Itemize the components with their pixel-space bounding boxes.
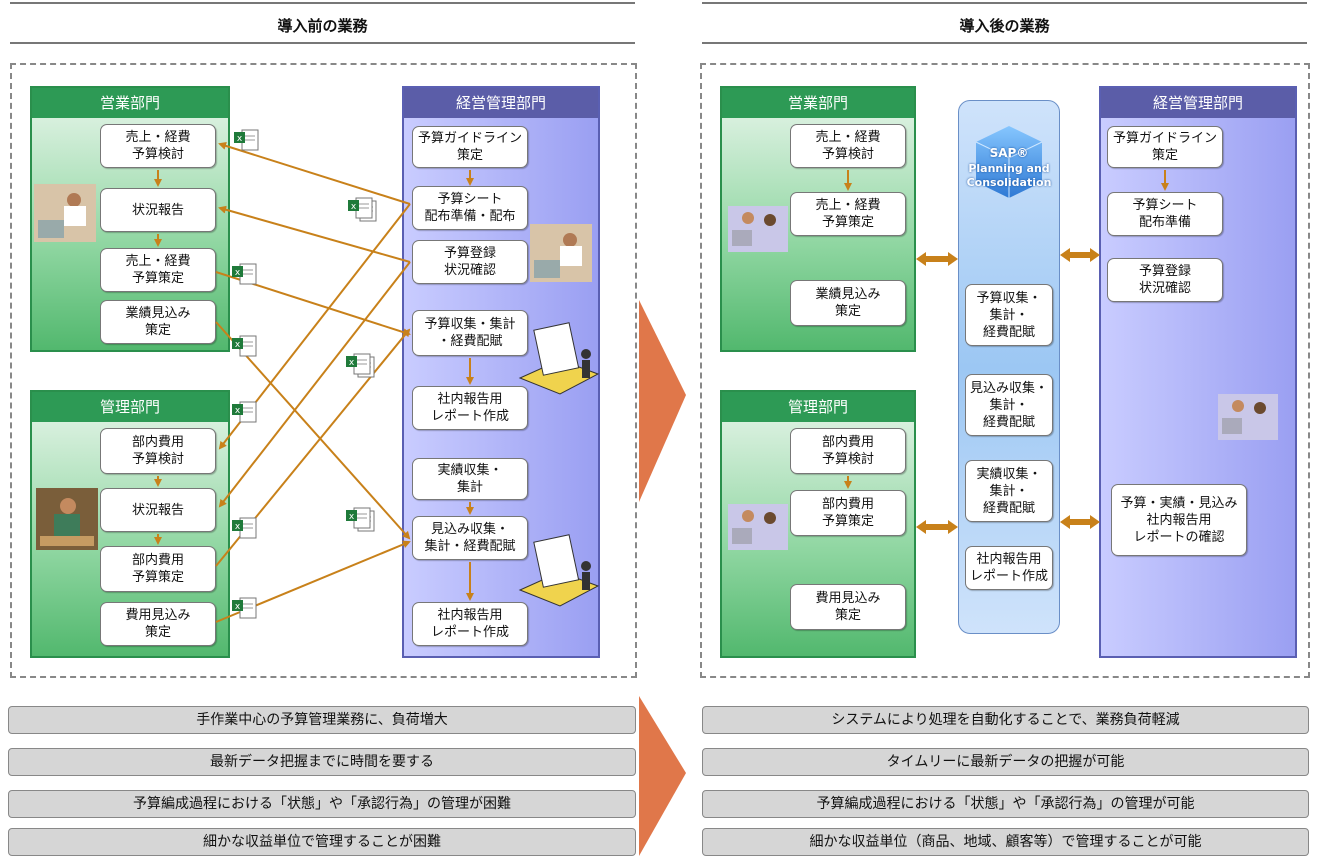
double-arrow-icon bbox=[916, 252, 958, 266]
sap-item: 社内報告用 レポート作成 bbox=[965, 546, 1053, 590]
after-mgmt-item: 予算登録 状況確認 bbox=[1107, 258, 1223, 302]
team-computer-icon bbox=[728, 504, 788, 550]
after-mgmt-item: 予算・実績・見込み 社内報告用 レポートの確認 bbox=[1111, 484, 1247, 556]
flow-arrow bbox=[218, 205, 411, 263]
svg-text:x: x bbox=[235, 406, 241, 416]
before-note: 手作業中心の予算管理業務に、負荷増大 bbox=[8, 706, 636, 734]
before-sales-item: 状況報告 bbox=[100, 188, 216, 232]
before-title: 導入前の業務 bbox=[277, 17, 368, 35]
after-mgmt-item: 予算シート 配布準備 bbox=[1107, 192, 1223, 236]
before-admin-item: 状況報告 bbox=[100, 488, 216, 532]
after-sales-header: 営業部門 bbox=[722, 88, 914, 118]
before-sales-item: 業績見込み 策定 bbox=[100, 300, 216, 344]
flow-arrow bbox=[218, 141, 411, 205]
after-note: 細かな収益単位（商品、地域、顧客等）で管理することが可能 bbox=[702, 828, 1309, 856]
after-frame bbox=[700, 63, 1310, 678]
before-mgmt-item: 予算収集・集計 ・経費配賦 bbox=[412, 310, 528, 356]
after-sales-item: 売上・経費 予算検討 bbox=[790, 124, 906, 168]
paper-stack-worker-icon bbox=[518, 534, 600, 607]
svg-text:x: x bbox=[235, 268, 241, 278]
sap-item: 予算収集・ 集計・ 経費配賦 bbox=[965, 284, 1053, 346]
after-admin-item: 費用見込み 策定 bbox=[790, 584, 906, 630]
sap-logo: SAP® Planning and Consolidation bbox=[966, 112, 1052, 222]
after-note: タイムリーに最新データの把握が可能 bbox=[702, 748, 1309, 776]
spreadsheet-doc-icon: x bbox=[232, 517, 257, 539]
spreadsheet-doc-icon: x bbox=[232, 597, 257, 619]
before-admin-item: 費用見込み 策定 bbox=[100, 602, 216, 646]
before-frame bbox=[10, 63, 637, 678]
after-admin-header: 管理部門 bbox=[722, 392, 914, 422]
businessman-desk-icon bbox=[530, 224, 592, 282]
double-arrow-icon bbox=[1060, 248, 1100, 262]
spreadsheet-doc-icon: x bbox=[232, 263, 257, 285]
spreadsheet-doc-icon: x bbox=[232, 401, 257, 423]
before-top-rule bbox=[10, 2, 635, 4]
sap-logo-text-1: SAP® bbox=[989, 146, 1029, 160]
before-admin-item: 部内費用 予算策定 bbox=[100, 546, 216, 592]
svg-text:x: x bbox=[235, 340, 241, 350]
before-admin-header: 管理部門 bbox=[32, 392, 228, 422]
businessman-desk-icon bbox=[34, 184, 96, 242]
after-sales-item: 売上・経費 予算策定 bbox=[790, 192, 906, 236]
spreadsheet-doc-icon: x bbox=[232, 335, 257, 357]
before-admin-item: 部内費用 予算検討 bbox=[100, 428, 216, 474]
after-title-underline bbox=[702, 42, 1307, 44]
after-sales-item: 業績見込み 策定 bbox=[790, 280, 906, 326]
after-mgmt-header: 経営管理部門 bbox=[1101, 88, 1295, 118]
after-top-rule bbox=[702, 2, 1307, 4]
svg-text:x: x bbox=[351, 202, 357, 212]
svg-text:x: x bbox=[237, 134, 243, 144]
before-note: 最新データ把握までに時間を要する bbox=[8, 748, 636, 776]
spreadsheet-doc-icon: x bbox=[234, 129, 259, 151]
before-sales-item: 売上・経費 予算検討 bbox=[100, 124, 216, 168]
after-mgmt-item: 予算ガイドライン 策定 bbox=[1107, 126, 1223, 168]
chevron-lower-icon bbox=[639, 696, 686, 856]
after-note: 予算編成過程における「状態」や「承認行為」の管理が可能 bbox=[702, 790, 1309, 818]
team-computer-icon bbox=[728, 206, 788, 252]
svg-text:x: x bbox=[349, 358, 355, 368]
before-mgmt-item: 予算ガイドライン 策定 bbox=[412, 126, 528, 168]
spreadsheet-doc-icon: x bbox=[346, 507, 375, 532]
team-computer-icon bbox=[1218, 394, 1278, 440]
svg-text:x: x bbox=[349, 512, 355, 522]
before-sales-item: 売上・経費 予算策定 bbox=[100, 248, 216, 292]
sap-logo-text-3: Consolidation bbox=[966, 176, 1052, 189]
before-mgmt-item: 社内報告用 レポート作成 bbox=[412, 602, 528, 646]
woman-office-icon bbox=[36, 488, 98, 550]
double-arrows bbox=[916, 248, 1100, 534]
after-title: 導入後の業務 bbox=[959, 17, 1050, 35]
svg-text:x: x bbox=[235, 602, 241, 612]
spreadsheet-doc-icon: x bbox=[348, 197, 377, 222]
after-admin-item: 部内費用 予算策定 bbox=[790, 490, 906, 536]
before-note: 予算編成過程における「状態」や「承認行為」の管理が困難 bbox=[8, 790, 636, 818]
before-mgmt-item: 実績収集・ 集計 bbox=[412, 458, 528, 500]
before-mgmt-header: 経営管理部門 bbox=[404, 88, 598, 118]
before-note: 細かな収益単位で管理することが困難 bbox=[8, 828, 636, 856]
sap-item: 実績収集・ 集計・ 経費配賦 bbox=[965, 460, 1053, 522]
before-mgmt-item: 社内報告用 レポート作成 bbox=[412, 386, 528, 430]
before-mgmt-item: 予算シート 配布準備・配布 bbox=[412, 186, 528, 230]
after-note: システムにより処理を自動化することで、業務負荷軽減 bbox=[702, 706, 1309, 734]
sap-logo-text-2: Planning and bbox=[968, 162, 1050, 175]
paper-stack-worker-icon bbox=[518, 322, 600, 395]
chevron-upper-icon bbox=[639, 300, 686, 502]
double-arrow-icon bbox=[1060, 515, 1100, 529]
after-mgmt-panel: 経営管理部門 bbox=[1099, 86, 1297, 658]
flow-arrow bbox=[215, 321, 411, 540]
flow-arrow bbox=[218, 261, 411, 508]
sap-cube-icon bbox=[975, 126, 1043, 198]
before-sales-header: 営業部門 bbox=[32, 88, 228, 118]
spreadsheet-doc-icon: x bbox=[346, 353, 375, 378]
double-arrow-icon bbox=[916, 520, 958, 534]
before-mgmt-item: 予算登録 状況確認 bbox=[412, 240, 528, 284]
after-admin-item: 部内費用 予算検討 bbox=[790, 428, 906, 474]
sap-item: 見込み収集・ 集計・ 経費配賦 bbox=[965, 374, 1053, 436]
before-mgmt-item: 見込み収集・ 集計・経費配賦 bbox=[412, 516, 528, 560]
before-title-underline bbox=[10, 42, 635, 44]
svg-text:x: x bbox=[235, 522, 241, 532]
